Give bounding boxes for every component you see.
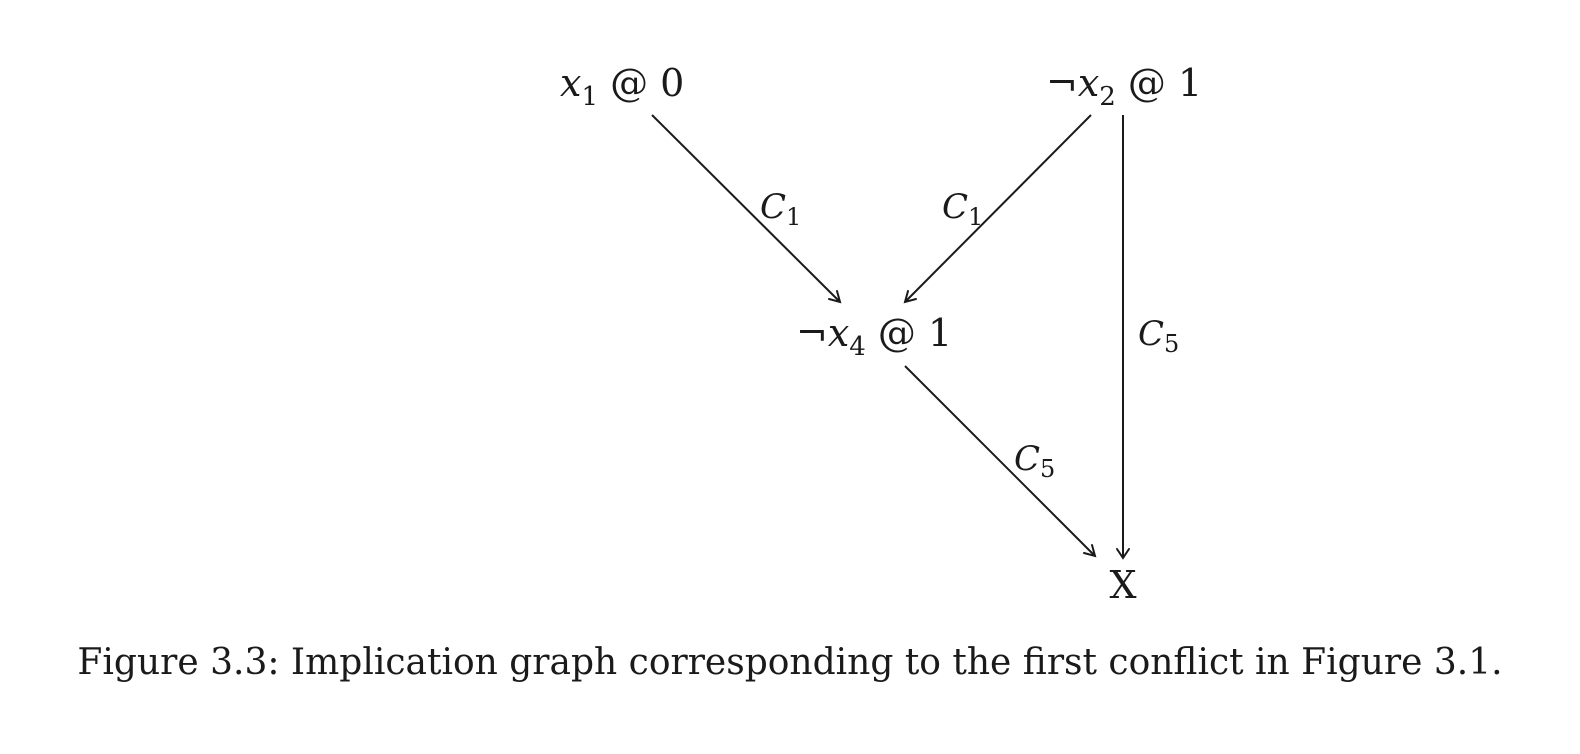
edge-x4-to-conflict [904,365,1097,558]
edge-x2-to-conflict [1116,115,1130,560]
edge-x2-to-x4 [903,114,1092,304]
edge-x1-to-x4 [651,114,842,304]
edge-label-x2-conflict: C5 [1138,314,1179,358]
node-not-x4: ¬x4 @ 1 [796,311,952,362]
node-conflict: X [1109,563,1136,607]
figure-caption: Figure 3.3: Implication graph correspond… [77,642,1503,683]
edge-label-x2-x4: C1 [942,187,983,231]
node-not-x2: ¬x2 @ 1 [1046,61,1202,112]
node-x1: x1 @ 0 [560,61,684,112]
edge-label-x1-x4: C1 [760,187,801,231]
edge-label-x4-conflict: C5 [1014,439,1055,483]
